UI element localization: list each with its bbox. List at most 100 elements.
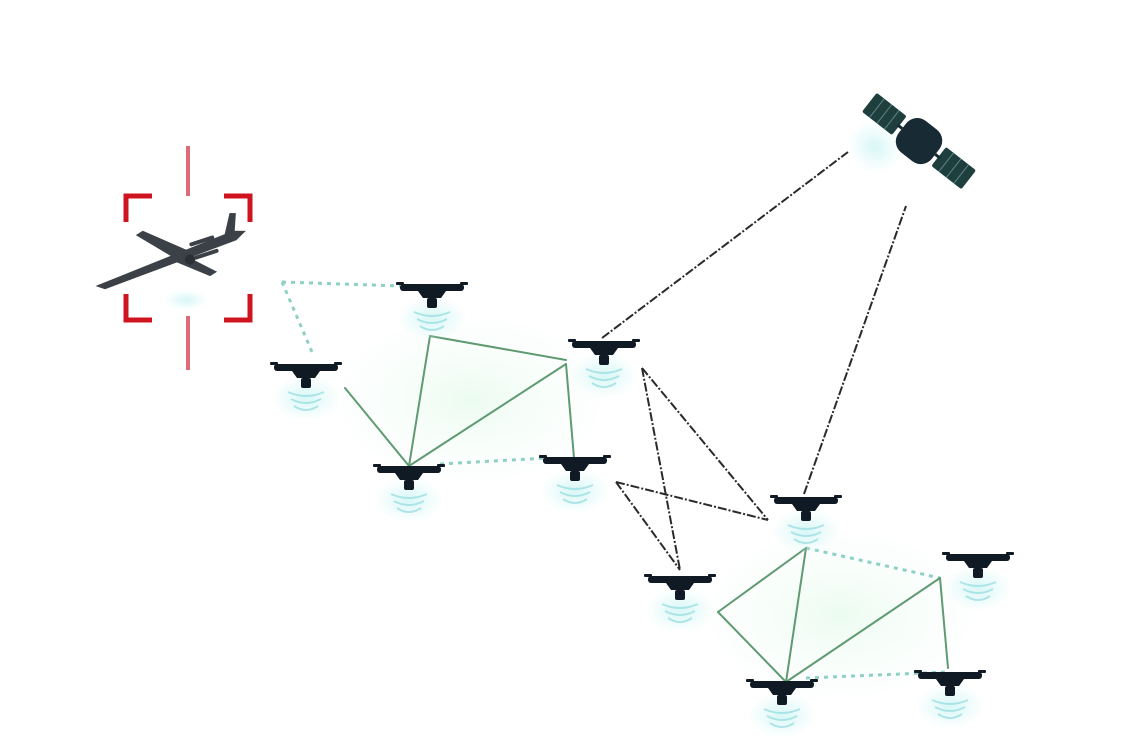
drone-camera xyxy=(973,568,983,578)
drone-arm xyxy=(946,554,1010,561)
uav-tail-fin xyxy=(224,213,236,236)
rotor-right xyxy=(1006,552,1014,555)
drone-camera xyxy=(427,298,437,308)
link-mesh-d6-d11 xyxy=(785,547,807,683)
signal-wave xyxy=(390,493,428,499)
drone-body xyxy=(666,583,694,590)
rotor-right xyxy=(708,574,716,577)
link-dotted-d1-d2 xyxy=(281,280,401,288)
panel-cell xyxy=(876,104,893,124)
rotor-left xyxy=(770,495,778,498)
link-mesh-d10-d11 xyxy=(785,577,941,683)
signal-wave xyxy=(416,318,448,324)
network-nodes xyxy=(95,93,1014,736)
drone-arm xyxy=(750,681,814,688)
drone-camera xyxy=(801,511,811,521)
signal-wave xyxy=(962,588,994,594)
rotor-right xyxy=(460,282,468,285)
rotor-right xyxy=(437,464,445,467)
link-mesh-d9-d11 xyxy=(717,611,787,683)
link-relay-d4-d6 xyxy=(641,367,769,521)
signal-glow xyxy=(272,376,340,420)
rotor-left xyxy=(396,282,404,285)
rotor-left xyxy=(914,670,922,673)
signal-wave xyxy=(293,405,319,411)
link-mesh-d6-d9 xyxy=(717,547,807,613)
quadcopter-d3 xyxy=(373,464,445,522)
signal-glow xyxy=(541,469,609,513)
link-mesh-d4-d5 xyxy=(565,363,575,459)
satellite xyxy=(848,93,976,189)
signal-wave xyxy=(931,699,969,705)
link-mesh-d2-d4 xyxy=(429,335,567,361)
link-relay-d6-sat xyxy=(803,205,907,495)
drone-arm xyxy=(572,341,636,348)
signal-glow xyxy=(646,588,714,632)
signal-wave xyxy=(585,368,623,374)
drone-body xyxy=(395,473,423,480)
drone-camera xyxy=(599,355,609,365)
targeted-fixed-wing-uav xyxy=(95,146,253,370)
link-relay-d6-d8 xyxy=(615,481,769,521)
uav-glow xyxy=(164,290,208,310)
rotor-left xyxy=(644,574,652,577)
signal-wave xyxy=(559,491,591,497)
quadcopter-d1 xyxy=(270,362,342,420)
link-dotted-d3-d5 xyxy=(439,456,549,466)
drone-camera xyxy=(570,471,580,481)
signal-wave xyxy=(664,610,696,616)
drone-camera xyxy=(301,378,311,388)
signal-wave xyxy=(766,715,798,721)
signal-wave xyxy=(562,498,588,504)
link-mesh-d3-d2 xyxy=(408,335,431,467)
panel-cell xyxy=(953,164,969,184)
signal-glow xyxy=(944,566,1012,610)
signal-wave xyxy=(787,524,825,530)
signal-glow xyxy=(398,296,466,340)
signal-glow xyxy=(375,478,443,522)
drone-body xyxy=(292,371,320,378)
signal-glow xyxy=(748,693,816,736)
signal-wave xyxy=(667,617,693,623)
drone-arm xyxy=(543,457,607,464)
signal-wave xyxy=(287,391,325,397)
drone-arm xyxy=(377,466,441,473)
panel-cell xyxy=(945,158,962,178)
drone-arm xyxy=(274,364,338,371)
link-mesh-d3-d1 xyxy=(344,387,410,467)
signal-wave xyxy=(769,722,795,728)
signal-glow xyxy=(570,353,638,397)
drone-body xyxy=(561,464,589,471)
rotor-left xyxy=(568,339,576,342)
rotor-right xyxy=(834,495,842,498)
signal-wave xyxy=(790,531,822,537)
quadcopter-d10 xyxy=(914,670,986,728)
signal-wave xyxy=(591,382,617,388)
link-relay-d7-d8 xyxy=(615,481,681,571)
rotor-right xyxy=(334,362,342,365)
drone-body xyxy=(768,688,796,695)
signal-wave xyxy=(793,538,819,544)
quadcopter-d9 xyxy=(746,679,818,736)
uav-boom xyxy=(193,248,219,260)
uav-wing-upper xyxy=(135,230,187,257)
panel-cell xyxy=(869,98,885,118)
drone-body xyxy=(936,679,964,686)
signal-wave xyxy=(763,708,801,714)
rotor-left xyxy=(373,464,381,467)
panel-strut xyxy=(934,153,941,160)
drone-arm xyxy=(400,284,464,291)
link-relay-d4-d7 xyxy=(641,367,681,571)
rotor-right xyxy=(810,679,818,682)
signal-wave xyxy=(588,375,620,381)
satellite-body xyxy=(895,118,943,165)
quadcopter-d2 xyxy=(396,282,468,340)
satellite-glow xyxy=(848,121,902,173)
drone-camera xyxy=(675,590,685,600)
signal-wave xyxy=(413,311,451,317)
quadcopter-d5 xyxy=(539,455,611,513)
signal-wave xyxy=(396,507,422,513)
rotor-right xyxy=(632,339,640,342)
drone-arm xyxy=(918,672,982,679)
